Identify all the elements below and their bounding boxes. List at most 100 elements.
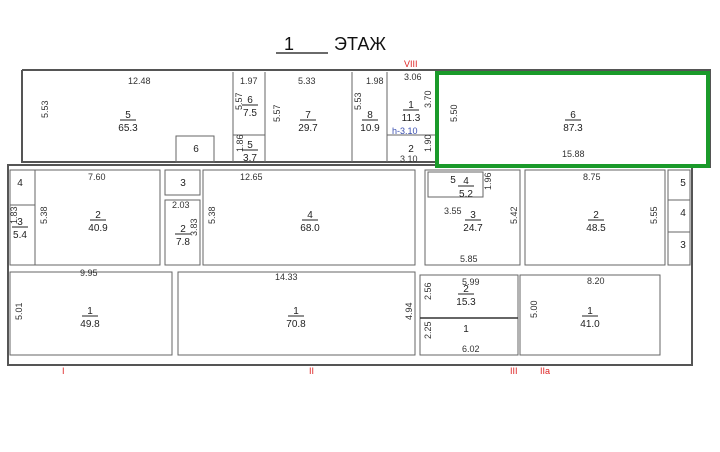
room-number: 2 — [593, 210, 599, 221]
room: 3 — [180, 178, 186, 189]
floor-label: ЭТАЖ — [334, 34, 386, 54]
room-area: 40.9 — [88, 223, 108, 234]
dimension-label: 2.03 — [172, 200, 190, 210]
room: 45.2 — [458, 176, 474, 200]
room: 565.3 — [118, 110, 138, 134]
room: 53.7 — [242, 140, 258, 164]
dimension-label: 3.06 — [404, 72, 422, 82]
dimension-label: 12.65 — [240, 172, 263, 182]
dimension-label: 7.60 — [88, 172, 106, 182]
room: 3 — [680, 240, 686, 251]
ceiling-height-note: h-3.10 — [392, 126, 418, 136]
dimension-label: 5.57 — [272, 104, 282, 122]
room-area: 3.7 — [243, 153, 257, 164]
room-number: 8 — [367, 110, 373, 121]
dimension-label: 5.50 — [449, 104, 459, 122]
room-number: 3 — [180, 178, 186, 189]
room-number: 1 — [408, 100, 414, 111]
dimension-label: 9.95 — [80, 268, 98, 278]
dimension-label: 5.42 — [509, 206, 519, 224]
room-number: 1 — [293, 306, 299, 317]
room: 810.9 — [360, 110, 380, 134]
dimension-label: 12.48 — [128, 76, 151, 86]
room-area: 29.7 — [298, 123, 318, 134]
room: 729.7 — [298, 110, 318, 134]
room-number: 7 — [305, 110, 311, 121]
dimension-label: 2.25 — [423, 321, 433, 339]
room: 2 — [408, 144, 414, 155]
room: 5 — [680, 178, 686, 189]
room-number: 2 — [463, 284, 469, 295]
room: 215.3 — [456, 284, 476, 308]
room: 240.9 — [88, 210, 108, 234]
dimension-label: 1.86 — [235, 134, 245, 152]
dimension-label: 4.94 — [404, 302, 414, 320]
dimension-label: 3.70 — [423, 90, 433, 108]
room-number: 5 — [450, 175, 456, 186]
room-number: 2 — [408, 144, 414, 155]
room-number: 4 — [17, 178, 23, 189]
room: 149.8 — [80, 306, 100, 330]
room-number: 4 — [307, 210, 313, 221]
room: 468.0 — [300, 210, 320, 234]
room: 5 — [450, 175, 456, 186]
dimension-label: 5.55 — [649, 206, 659, 224]
room-area: 24.7 — [463, 223, 483, 234]
section-marker: VIII — [404, 59, 418, 69]
dimension-label: 5.53 — [353, 92, 363, 110]
dimension-label: 5.85 — [460, 254, 478, 264]
room-area: 49.8 — [80, 319, 100, 330]
room-area: 7.5 — [243, 108, 257, 119]
dimension-label: 3.10 — [400, 154, 418, 164]
room-number: 1 — [587, 306, 593, 317]
room-area: 41.0 — [580, 319, 600, 330]
room-number: 4 — [680, 208, 686, 219]
walls — [7, 69, 711, 366]
room-number: 3 — [470, 210, 476, 221]
room: 111.3 — [402, 100, 421, 124]
dimension-label: 14.33 — [275, 272, 298, 282]
room: 324.7 — [463, 210, 483, 234]
dimension-label: 5.99 — [462, 277, 480, 287]
section-marker: III — [510, 366, 518, 376]
room: 27.8 — [175, 224, 191, 248]
room-number: 1 — [87, 306, 93, 317]
room-area: 7.8 — [176, 237, 190, 248]
room-number: 6 — [193, 144, 199, 155]
room-number: 4 — [463, 176, 469, 187]
room: 6 — [193, 144, 199, 155]
dimension-label: 15.88 — [562, 149, 585, 159]
room-number: 3 — [17, 217, 23, 228]
dimension-label: 3.83 — [189, 218, 199, 236]
dimension-label: 5.38 — [39, 206, 49, 224]
dimension-label: 5.00 — [529, 300, 539, 318]
room: 4 — [680, 208, 686, 219]
room-number: 3 — [680, 240, 686, 251]
room-number: 6 — [570, 110, 576, 121]
room-number: 2 — [180, 224, 186, 235]
dimension-label: 6.02 — [462, 344, 480, 354]
room-number: 5 — [125, 110, 131, 121]
room-area: 48.5 — [586, 223, 606, 234]
section-marker: II — [309, 366, 314, 376]
room-area: 15.3 — [456, 297, 476, 308]
room: 67.5 — [242, 95, 258, 119]
room: 687.3 — [563, 110, 583, 134]
dimension-label: 1.98 — [366, 76, 384, 86]
dimension-label: 1.96 — [483, 172, 493, 190]
room-area: 11.3 — [402, 113, 421, 124]
room-area: 5.4 — [13, 230, 27, 241]
highlighted-room-87-3[interactable] — [435, 71, 710, 168]
room-area: 5.2 — [459, 189, 473, 200]
room-number: 1 — [463, 324, 469, 335]
floor-number: 1 — [284, 34, 294, 54]
section-marker: I — [62, 366, 65, 376]
dimension-label: 5.57 — [234, 92, 244, 110]
room: 4 — [17, 178, 23, 189]
dimension-label: 8.20 — [587, 276, 605, 286]
room-number: 2 — [95, 210, 101, 221]
section-marker: IIa — [540, 366, 550, 376]
dimension-label: 1.83 — [9, 206, 19, 224]
room-area: 70.8 — [286, 319, 306, 330]
